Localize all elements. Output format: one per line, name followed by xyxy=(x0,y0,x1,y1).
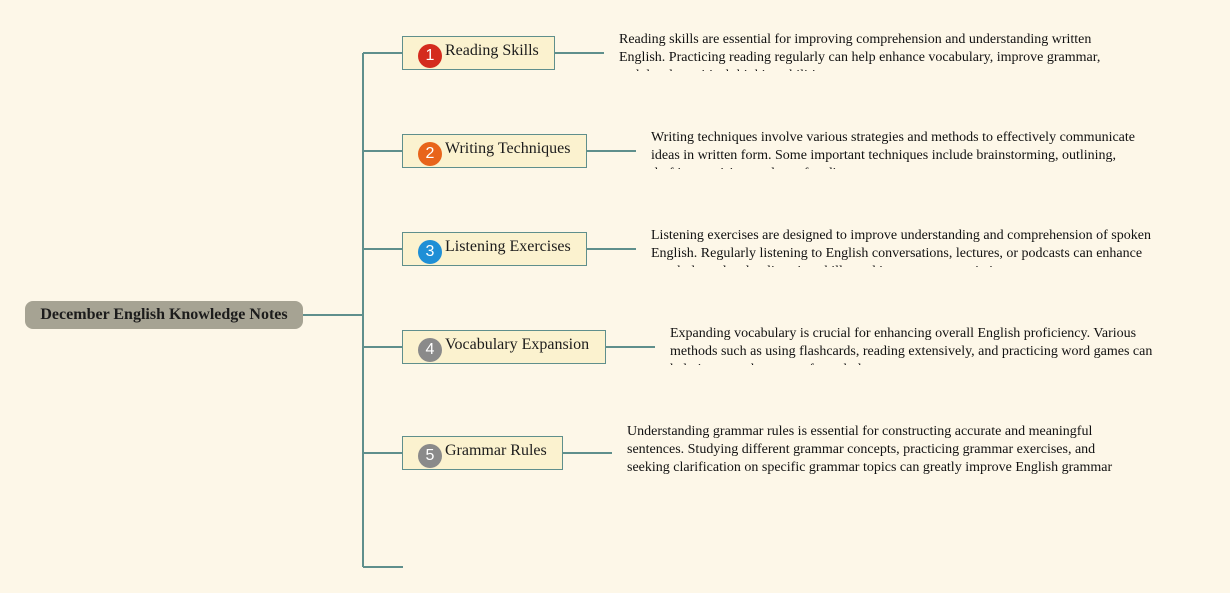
topic-reading-skills[interactable]: 1 Reading Skills xyxy=(402,36,555,70)
topic-label: Writing Techniques xyxy=(445,140,571,157)
note-reading-skills: Reading skills are essential for improvi… xyxy=(619,32,1101,71)
root-topic[interactable]: December English Knowledge Notes xyxy=(25,301,303,329)
topic-grammar-rules[interactable]: 5 Grammar Rules xyxy=(402,436,563,470)
priority-4-icon: 4 xyxy=(418,337,442,362)
topic-label: Reading Skills xyxy=(445,42,539,59)
priority-2-icon: 2 xyxy=(418,141,442,166)
note-listening-exercises: Listening exercises are designed to impr… xyxy=(651,228,1151,267)
priority-3-icon: 3 xyxy=(418,239,442,264)
topic-label: Vocabulary Expansion xyxy=(445,336,590,353)
topic-label: Grammar Rules xyxy=(445,442,547,459)
note-vocabulary-expansion: Expanding vocabulary is crucial for enha… xyxy=(670,326,1153,365)
priority-1-icon: 1 xyxy=(418,43,442,68)
root-topic-label: December English Knowledge Notes xyxy=(40,306,288,323)
priority-5-icon: 5 xyxy=(418,443,442,468)
topic-vocabulary-expansion[interactable]: 4 Vocabulary Expansion xyxy=(402,330,606,364)
topic-label: Listening Exercises xyxy=(445,238,571,255)
topic-writing-techniques[interactable]: 2 Writing Techniques xyxy=(402,134,587,168)
note-writing-techniques: Writing techniques involve various strat… xyxy=(651,130,1135,169)
note-grammar-rules: Understanding grammar rules is essential… xyxy=(627,424,1113,479)
topic-listening-exercises[interactable]: 3 Listening Exercises xyxy=(402,232,587,266)
